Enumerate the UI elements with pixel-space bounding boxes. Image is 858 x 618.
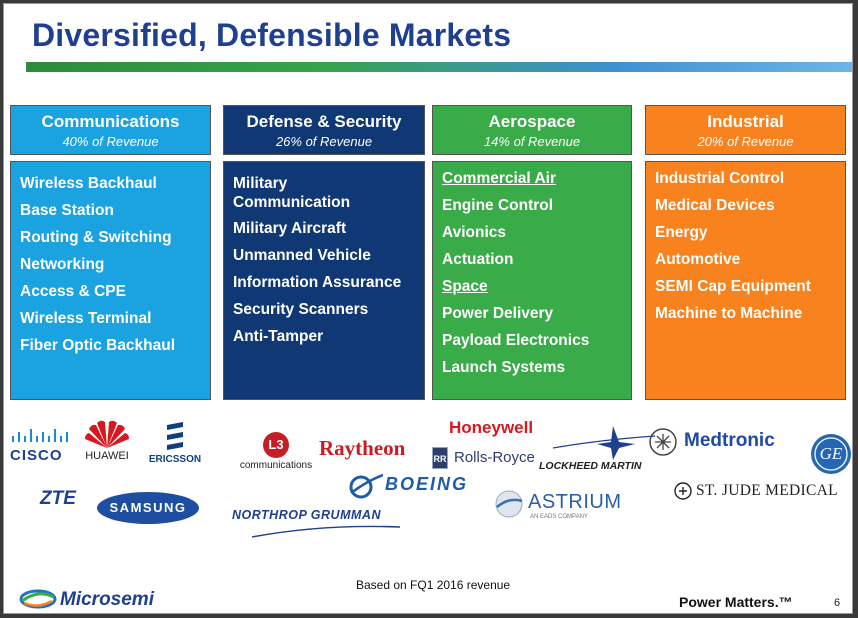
huawei-logo: HUAWEI <box>80 419 134 462</box>
huawei-petals-icon <box>85 420 129 448</box>
list-item: Wireless Terminal <box>20 310 152 327</box>
lockheed-star-icon <box>552 426 655 460</box>
raytheon-logo: Raytheon <box>319 436 406 460</box>
microsemi-swirl-icon <box>19 589 57 609</box>
cisco-wordmark: CISCO <box>10 447 63 464</box>
list-item: Payload Electronics <box>442 332 590 349</box>
list-item: Security Scanners <box>233 301 369 318</box>
title-underline-bar <box>26 62 852 72</box>
cisco-bars-icon <box>12 429 68 442</box>
l3-circle-icon: L3 <box>263 432 289 458</box>
medtronic-symbol-icon <box>649 428 677 456</box>
list-item: Fiber Optic Backhaul <box>20 337 176 354</box>
ericsson-mark-icon <box>167 422 183 450</box>
rolls-royce-wordmark: Rolls-Royce <box>454 449 535 466</box>
cisco-logo: CISCO <box>10 428 70 464</box>
lockheed-logo: LOCKHEED MARTIN <box>539 426 655 476</box>
communications-revenue: 40% of Revenue <box>62 134 159 149</box>
astrium-tagline: AN EADS COMPANY <box>530 514 588 520</box>
industrial-name: Industrial <box>707 112 784 131</box>
industrial-list: Industrial Control Medical Devices Energ… <box>655 169 836 323</box>
ge-monogram-circle-icon <box>811 434 851 474</box>
revenue-footnote: Based on FQ1 2016 revenue <box>356 578 511 592</box>
stjude-wordmark: ST. JUDE MEDICAL <box>696 482 838 499</box>
ge-logo: GE <box>810 433 852 475</box>
northrop-logo: NORTHROP GRUMMAN <box>232 508 402 540</box>
zte-logo: ZTE <box>40 488 76 509</box>
list-item: Actuation <box>442 251 514 268</box>
list-item: Avionics <box>442 224 507 241</box>
l3-wordmark: communications <box>239 460 313 471</box>
huawei-wordmark: HUAWEI <box>85 450 129 462</box>
list-item: Machine to Machine <box>655 305 803 322</box>
ge-wordmark: GE <box>819 444 843 463</box>
list-item: Unmanned Vehicle <box>233 247 371 264</box>
lockheed-wordmark: LOCKHEED MARTIN <box>539 460 642 472</box>
ericsson-wordmark: ERICSSON <box>148 454 202 465</box>
defense-header: Defense & Security 26% of Revenue <box>223 105 425 155</box>
defense-list: Military Communication Military Aircraft… <box>233 174 415 346</box>
list-item: Engine Control <box>442 197 554 214</box>
industrial-list-box: Industrial Control Medical Devices Energ… <box>645 161 846 400</box>
list-item: Commercial Air <box>442 170 556 187</box>
list-item: Anti-Tamper <box>233 328 324 345</box>
list-item: Medical Devices <box>655 197 775 214</box>
samsung-ellipse-icon <box>97 492 199 524</box>
defense-list-box: Military Communication Military Aircraft… <box>223 161 425 400</box>
stjude-emblem-icon <box>674 482 692 500</box>
communications-header: Communications 40% of Revenue <box>10 105 211 155</box>
list-item: Automotive <box>655 251 741 268</box>
list-item: Military Aircraft <box>233 220 347 237</box>
aerospace-name: Aerospace <box>488 112 576 131</box>
list-item: Routing & Switching <box>20 229 172 246</box>
ericsson-logo: ERICSSON <box>146 422 204 465</box>
northrop-wordmark: NORTHROP GRUMMAN <box>232 508 381 522</box>
microsemi-wordmark: Microsemi <box>60 589 154 610</box>
list-item: Space <box>442 278 488 295</box>
communications-list-box: Wireless Backhaul Base Station Routing &… <box>10 161 211 400</box>
samsung-wordmark: SAMSUNG <box>109 500 187 515</box>
communications-list: Wireless Backhaul Base Station Routing &… <box>20 174 201 355</box>
rolls-royce-badge-icon: RR <box>432 447 448 469</box>
defense-revenue: 26% of Revenue <box>275 134 373 149</box>
list-item: Industrial Control <box>655 170 785 187</box>
list-item: Networking <box>20 256 105 273</box>
page-number: 6 <box>834 597 841 609</box>
defense-name: Defense & Security <box>246 112 402 131</box>
astrium-wordmark: ASTRIUM <box>528 491 622 513</box>
aerospace-list: Commercial Air Engine Control Avionics A… <box>442 169 622 377</box>
boeing-wordmark: BOEING <box>385 474 469 494</box>
industrial-header: Industrial 20% of Revenue <box>645 105 846 155</box>
list-item: Base Station <box>20 202 114 219</box>
aerospace-list-box: Commercial Air Engine Control Avionics A… <box>432 161 632 400</box>
l3-logo: L3 communications <box>236 432 316 471</box>
slide-title: Diversified, Defensible Markets <box>32 17 512 53</box>
list-item: Access & CPE <box>20 283 126 300</box>
medtronic-wordmark: Medtronic <box>684 430 775 451</box>
industrial-revenue: 20% of Revenue <box>697 134 794 149</box>
list-item: Power Delivery <box>442 305 554 322</box>
astrium-sphere-icon <box>495 490 523 518</box>
list-item: Launch Systems <box>442 359 566 376</box>
list-item: Wireless Backhaul <box>20 175 157 192</box>
list-item: Military Communication <box>233 175 351 211</box>
northrop-swoosh-icon <box>251 525 401 538</box>
list-item: Information Assurance <box>233 274 402 291</box>
aerospace-revenue: 14% of Revenue <box>483 134 581 149</box>
aerospace-header: Aerospace 14% of Revenue <box>432 105 632 155</box>
list-item: SEMI Cap Equipment <box>655 278 811 295</box>
communications-name: Communications <box>41 112 180 131</box>
slide: Diversified, Defensible Markets Communic… <box>3 3 853 614</box>
list-item: Energy <box>655 224 708 241</box>
samsung-logo: SAMSUNG <box>96 491 200 525</box>
boeing-globe-icon <box>349 473 383 499</box>
honeywell-logo: Honeywell <box>449 418 534 437</box>
tagline: Power Matters.™ <box>679 594 793 610</box>
